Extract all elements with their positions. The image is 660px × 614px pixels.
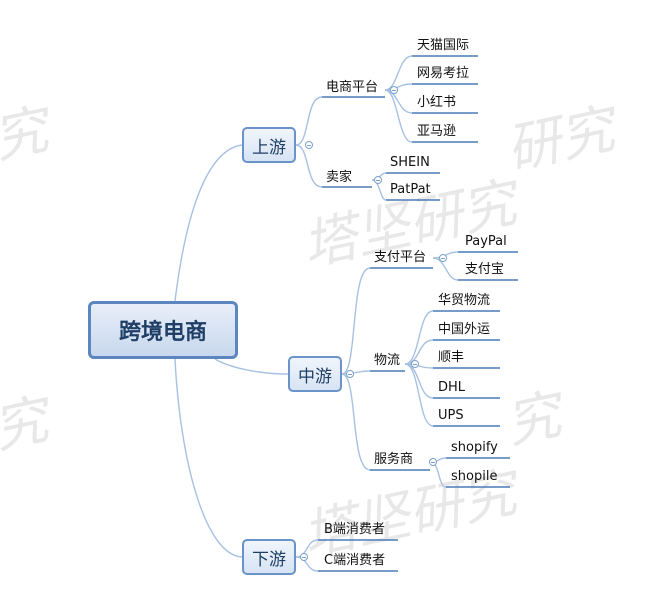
leaf-service-item[interactable]: shopify (451, 440, 498, 455)
node-payment[interactable]: 支付平台 (374, 250, 427, 265)
node-platforms[interactable]: 电商平台 (326, 80, 379, 95)
link-midstream-services (341, 373, 371, 471)
leaf-logistics-item[interactable]: UPS (438, 408, 464, 423)
leaf-logistics-item[interactable]: 华贸物流 (438, 293, 491, 308)
collapse-toggle-services[interactable] (429, 458, 437, 466)
leaf-payment-item[interactable]: PayPal (465, 234, 507, 249)
leaf-seller-item[interactable]: PatPat (390, 182, 431, 197)
node-midstream[interactable]: 中游 (288, 356, 342, 392)
node-services[interactable]: 服务商 (374, 452, 414, 467)
leaf-service-item[interactable]: shopile (451, 469, 498, 484)
node-logistics[interactable]: 物流 (374, 353, 401, 368)
collapse-toggle-logistics[interactable] (411, 360, 419, 368)
collapse-toggle-downstream[interactable] (300, 553, 308, 561)
leaf-platform-item[interactable]: 小红书 (417, 95, 457, 110)
collapse-toggle-midstream[interactable] (346, 370, 354, 378)
leaf-platform-item[interactable]: 天猫国际 (417, 38, 470, 53)
node-sellers[interactable]: 卖家 (326, 170, 353, 185)
leaf-platform-item[interactable]: 亚马逊 (417, 124, 457, 139)
leaf-logistics-item[interactable]: 中国外运 (438, 322, 491, 337)
leaf-consumer-item[interactable]: C端消费者 (324, 553, 386, 568)
link-root-downstream (174, 358, 243, 558)
link-midstream-logistics (341, 370, 371, 375)
link-root-upstream (174, 144, 243, 302)
leaf-logistics-item[interactable]: 顺丰 (438, 350, 465, 365)
label-underlines (318, 55, 518, 572)
node-upstream[interactable]: 上游 (242, 127, 296, 163)
collapse-toggle-platforms[interactable] (390, 86, 398, 94)
collapse-toggle-payment[interactable] (439, 254, 447, 262)
leaf-platform-item[interactable]: 网易考拉 (417, 66, 470, 81)
node-downstream[interactable]: 下游 (242, 539, 296, 575)
link-upstream-platforms (295, 96, 323, 146)
link-root-midstream (214, 358, 289, 375)
collapse-toggle-sellers[interactable] (374, 176, 382, 184)
link-upstream-sellers (295, 144, 323, 188)
link-midstream-payment (341, 267, 371, 375)
leaf-seller-item[interactable]: SHEIN (390, 155, 430, 170)
leaf-payment-item[interactable]: 支付宝 (465, 262, 505, 277)
leaf-consumer-item[interactable]: B端消费者 (324, 522, 385, 537)
leaf-logistics-item[interactable]: DHL (438, 380, 466, 395)
collapse-toggle-upstream[interactable] (305, 141, 313, 149)
root-node[interactable]: 跨境电商 (88, 301, 238, 359)
